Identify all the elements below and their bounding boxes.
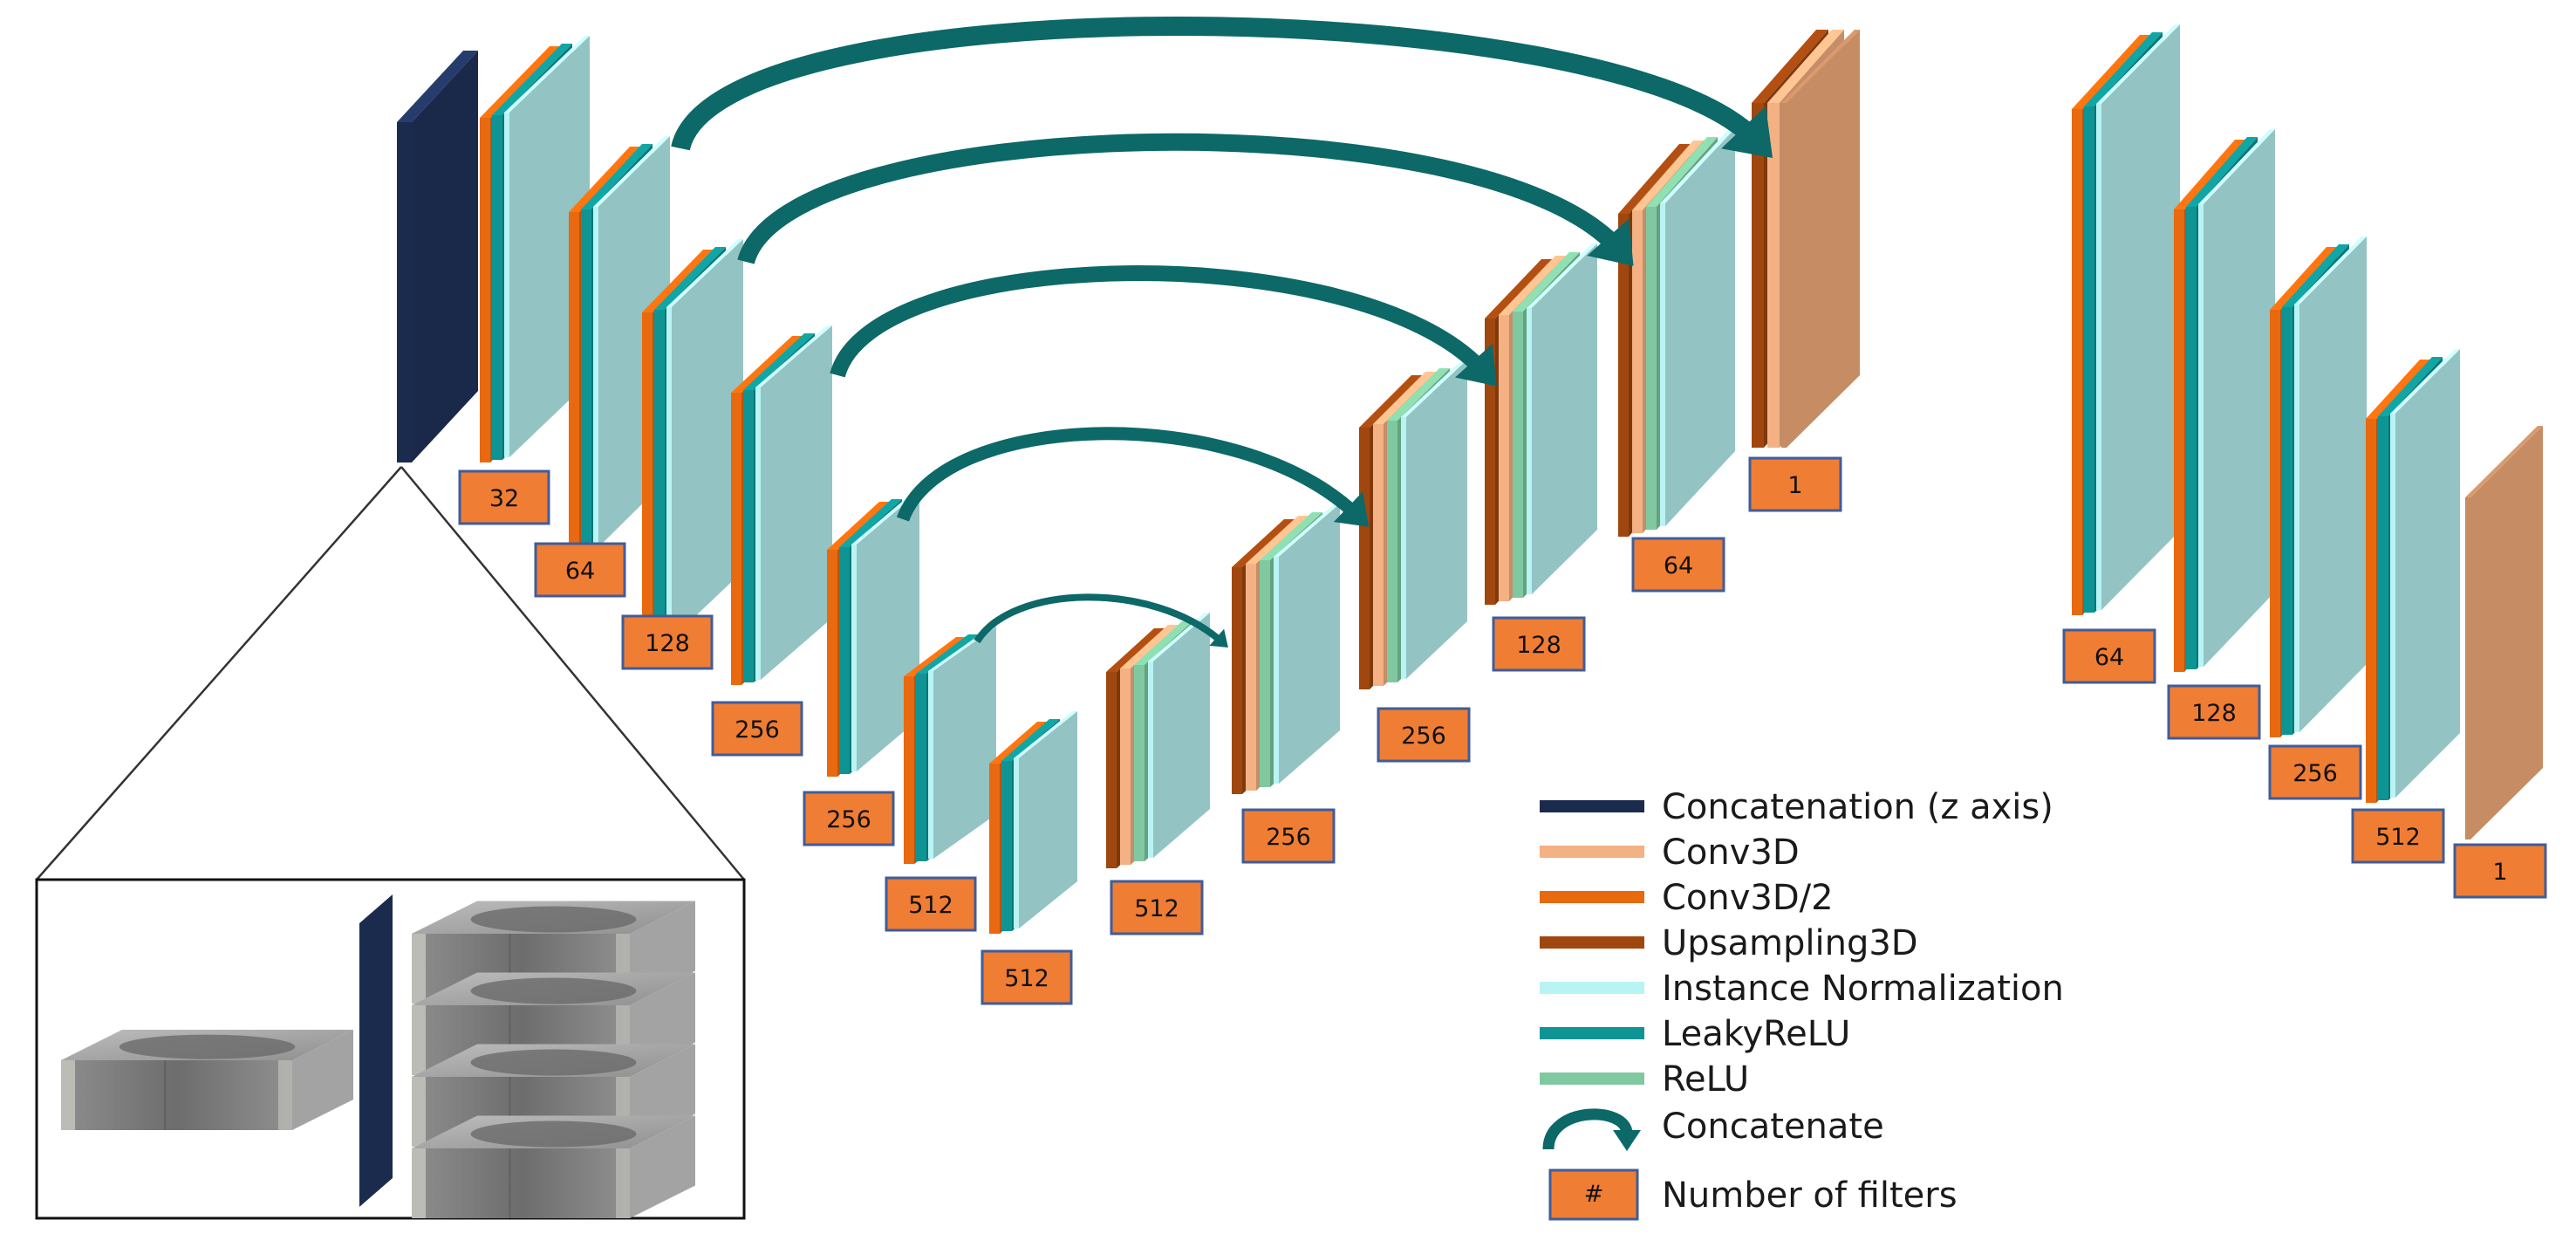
legend-label: Number of filters xyxy=(1662,1175,1958,1216)
layer-blocks xyxy=(397,24,2543,934)
decoder-2-instance-norm-layer xyxy=(1274,504,1340,784)
legend-swatch xyxy=(1540,936,1644,949)
legend-item-concat-z: Concatenation (z axis) xyxy=(1540,787,2053,827)
skip-connection-arrow-3 xyxy=(830,265,1497,387)
skip-connection-arrow-2 xyxy=(737,133,1634,266)
legend-item-upsampling3d: Upsampling3D xyxy=(1540,923,1918,963)
encoder-filter-box-7: 512 xyxy=(981,949,1073,1005)
encoder-filter-box-1: 32 xyxy=(458,469,550,525)
filter-count-label: 32 xyxy=(489,485,519,512)
filter-count-label: 512 xyxy=(1004,965,1049,992)
encoder-filter-box-2: 64 xyxy=(534,542,626,598)
filter-count-label: 1 xyxy=(1787,472,1802,499)
legend-filter-symbol: # xyxy=(1584,1181,1604,1208)
inset-concatenation-bar xyxy=(359,894,393,1207)
legend-item-instance-norm: Instance Normalization xyxy=(1540,969,2064,1009)
decoder-3-instance-norm-layer xyxy=(1401,360,1467,679)
encoder-d4-instance-norm-layer xyxy=(2390,349,2460,798)
discriminator-filter-box-5: 1 xyxy=(2453,843,2547,899)
stacked-input-volume-2 xyxy=(412,972,695,1075)
encoder-filter-box-6: 512 xyxy=(885,876,977,932)
legend-label: Upsampling3D xyxy=(1662,923,1918,963)
skip-connection-arrows xyxy=(671,17,1773,648)
legend-swatch xyxy=(1540,982,1644,994)
filter-count-label: 64 xyxy=(2094,644,2124,671)
filter-count-label: 256 xyxy=(735,716,780,743)
legend-item-number-of-filters: # Number of filters xyxy=(1548,1168,1958,1221)
legend-item-concatenate: Concatenate xyxy=(1542,1107,1884,1151)
encoder-filter-box-3: 128 xyxy=(621,614,714,670)
legend-item-conv3d-2: Conv3D/2 xyxy=(1540,878,1834,918)
decoder-filter-box-1: 512 xyxy=(1110,880,1204,935)
decoder-1-instance-norm-layer xyxy=(1148,613,1210,858)
encoder-4-instance-norm-layer xyxy=(755,325,832,680)
discriminator-output-layer xyxy=(2465,426,2543,839)
legend-label: LeakyReLU xyxy=(1662,1014,1850,1054)
legend-swatch xyxy=(1540,846,1644,858)
legend-label: Instance Normalization xyxy=(1662,969,2064,1009)
skip-connection-arrow-1 xyxy=(671,17,1773,159)
legend-item-leaky-relu: LeakyReLU xyxy=(1540,1014,1850,1054)
legend-label: Conv3D xyxy=(1662,833,1800,873)
filter-count-label: 64 xyxy=(565,558,595,585)
legend-swatch xyxy=(1540,891,1644,903)
filter-count-boxes: 32 64 128 256 256 512 512 512 256 256 128 64 1 64 128 2… xyxy=(458,456,2547,1005)
decoder-filter-box-2: 256 xyxy=(1241,808,1336,864)
discriminator-filter-box-3: 256 xyxy=(2268,744,2362,800)
inset-zoom-line-right xyxy=(400,466,745,881)
decoder-4-instance-norm-layer xyxy=(1527,243,1597,594)
filter-count-label: 512 xyxy=(1134,895,1179,922)
decoder-filter-box-6: 1 xyxy=(1748,456,1842,512)
legend-item-conv3d: Conv3D xyxy=(1540,833,1800,873)
encoder-7-instance-norm-layer xyxy=(1014,711,1077,929)
filter-count-label: 256 xyxy=(1401,723,1446,750)
skip-connection-arrow-4 xyxy=(896,427,1370,527)
encoder-d2-instance-norm-layer xyxy=(2198,129,2275,667)
single-input-volume xyxy=(61,1030,353,1130)
legend: Concatenation (z axis) Conv3D Conv3D/2Upsa… xyxy=(1540,787,2064,1221)
discriminator-filter-box-4: 512 xyxy=(2351,808,2445,864)
filter-count-label: 256 xyxy=(2292,760,2338,787)
filter-count-label: 128 xyxy=(1516,632,1561,659)
discriminator-filter-box-1: 64 xyxy=(2062,628,2156,684)
encoder-d1-instance-norm-layer xyxy=(2096,24,2180,610)
filter-count-label: 1 xyxy=(2492,859,2507,886)
filter-count-label: 256 xyxy=(1266,824,1311,851)
legend-item-relu: ReLU xyxy=(1540,1059,1749,1100)
decoder-filter-box-3: 256 xyxy=(1377,707,1471,763)
filter-count-label: 512 xyxy=(2375,824,2421,851)
input-concatenation-z-layer xyxy=(397,51,478,463)
skip-connection-arrow-5 xyxy=(974,593,1228,648)
decoder-filter-box-4: 128 xyxy=(1492,616,1586,672)
legend-label: Concatenation (z axis) xyxy=(1662,787,2053,827)
filter-count-label: 128 xyxy=(2191,700,2237,727)
legend-filter-swatch xyxy=(1548,1168,1639,1221)
encoder-filter-box-4: 256 xyxy=(711,701,803,757)
filter-count-label: 256 xyxy=(826,806,871,833)
legend-swatch xyxy=(1540,1072,1644,1085)
volume-slices-icon xyxy=(61,894,695,1218)
decoder-filter-box-5: 64 xyxy=(1631,537,1725,593)
encoder-3-instance-norm-layer xyxy=(666,239,743,639)
decoder-5-instance-norm-layer xyxy=(1660,128,1735,526)
filter-count-label: 128 xyxy=(645,630,690,657)
filter-count-label: 512 xyxy=(908,892,953,919)
generator-output-layer xyxy=(1781,30,1860,448)
legend-label: Conv3D/2 xyxy=(1662,878,1834,918)
legend-label: ReLU xyxy=(1662,1059,1749,1100)
legend-swatch xyxy=(1540,800,1644,812)
filter-count-label: 64 xyxy=(1664,552,1693,579)
encoder-d3-instance-norm-layer xyxy=(2294,236,2367,732)
encoder-filter-box-5: 256 xyxy=(803,791,895,846)
curved-arrow-icon xyxy=(1542,1108,1641,1151)
discriminator-filter-box-2: 128 xyxy=(2167,684,2261,740)
stacked-input-volume-4 xyxy=(412,1115,695,1218)
inset-zoom-line-left xyxy=(36,466,402,881)
input-volume-inset xyxy=(35,878,746,1220)
legend-swatch xyxy=(1540,1027,1644,1039)
legend-label: Concatenate xyxy=(1662,1107,1884,1147)
